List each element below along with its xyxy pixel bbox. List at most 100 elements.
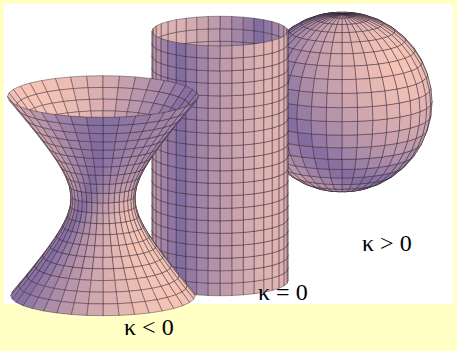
surface-patch [254, 256, 264, 270]
surface-patch [208, 196, 220, 209]
surface-patch [232, 107, 243, 120]
surface-patch [208, 258, 220, 271]
surface-patch [329, 54, 342, 67]
surface-patch [386, 117, 399, 132]
surface-patch [331, 42, 342, 53]
surface-patch [371, 91, 386, 106]
surface-patch [176, 142, 186, 156]
surface-patch [342, 33, 351, 43]
surface-patch [91, 193, 97, 203]
surface-patch [220, 146, 232, 159]
surface-patch [156, 36, 161, 51]
surface-patch [176, 243, 186, 257]
surface-patch [264, 141, 272, 155]
surface-patch [161, 51, 168, 66]
surface-patch [197, 29, 208, 42]
surface-patch [342, 14, 347, 18]
surface-patch [254, 230, 264, 244]
surface-patch [312, 92, 328, 107]
surface-patch [272, 39, 279, 54]
surface-patch [220, 29, 232, 42]
surface-patch [254, 105, 264, 119]
surface-patch [161, 151, 168, 166]
surface-patch [264, 20, 272, 34]
surface-patch [186, 56, 197, 70]
surface-patch [109, 193, 115, 203]
surface-patch [243, 106, 254, 120]
surface-patch [208, 133, 220, 146]
surface-patch [220, 271, 232, 284]
surface-patch [315, 65, 330, 79]
surface-patch [176, 55, 186, 69]
surface-patch [168, 153, 176, 167]
surface-patch [299, 145, 314, 158]
surface-patch [254, 142, 264, 156]
surface-patch [337, 14, 342, 18]
surface-patch [243, 144, 254, 158]
surface-patch [220, 246, 232, 259]
surface-patch [254, 192, 264, 206]
surface-patch [272, 151, 279, 166]
surface-patch [355, 158, 370, 169]
surface-patch [254, 255, 264, 269]
surface-patch [186, 131, 197, 145]
surface-patch [232, 70, 243, 83]
surface-patch [168, 216, 176, 230]
surface-patch [317, 53, 331, 66]
surface-patch [342, 66, 356, 80]
surface-patch [197, 257, 208, 270]
surface-patch [197, 70, 208, 83]
surface-patch [254, 131, 264, 145]
surface-patch [161, 201, 168, 216]
surface-patch [232, 145, 243, 158]
surface-patch [327, 135, 342, 148]
surface-patch [342, 14, 344, 18]
surface-patch [272, 188, 279, 203]
surface-patch [103, 76, 120, 88]
surface-patch [232, 120, 243, 133]
surface-patch [208, 171, 220, 184]
surface-patch [109, 213, 116, 224]
surface-patch [264, 41, 272, 55]
surface-patch [372, 119, 387, 134]
surface-patch [208, 271, 220, 284]
surface-patch [176, 180, 186, 194]
surface-patch [168, 178, 176, 192]
surface-patch [254, 92, 264, 106]
surface-patch [208, 183, 220, 196]
surface-patch [243, 17, 254, 31]
surface-patch [176, 18, 186, 32]
surface-patch [118, 76, 136, 89]
surface-patch [254, 56, 264, 70]
surface-patch [232, 170, 243, 183]
surface-patch [264, 178, 272, 192]
surface-patch [161, 176, 168, 191]
surface-patch [186, 44, 197, 58]
surface-patch [299, 77, 314, 92]
surface-patch [186, 169, 197, 183]
surface-patch [369, 145, 384, 158]
surface-patch [272, 176, 279, 191]
surface-patch [264, 103, 272, 117]
surface-patch [279, 36, 284, 51]
surface-patch [342, 93, 357, 107]
surface-patch [342, 14, 349, 18]
surface-patch [342, 189, 349, 192]
surface-patch [254, 80, 264, 94]
surface-patch [186, 219, 197, 233]
sphere-surface [252, 12, 432, 192]
surface-patch [232, 58, 243, 71]
surface-patch [272, 263, 279, 278]
surface-patch [331, 178, 342, 185]
surface-patch [197, 120, 208, 133]
surface-patch [208, 58, 220, 71]
surface-patch [264, 153, 272, 167]
surface-patch [186, 269, 197, 283]
surface-patch [315, 158, 330, 169]
surface-patch [220, 96, 232, 109]
surface-patch [176, 143, 186, 157]
surface-patch [264, 128, 272, 142]
surface-patch [342, 24, 349, 32]
surface-patch [297, 119, 312, 134]
